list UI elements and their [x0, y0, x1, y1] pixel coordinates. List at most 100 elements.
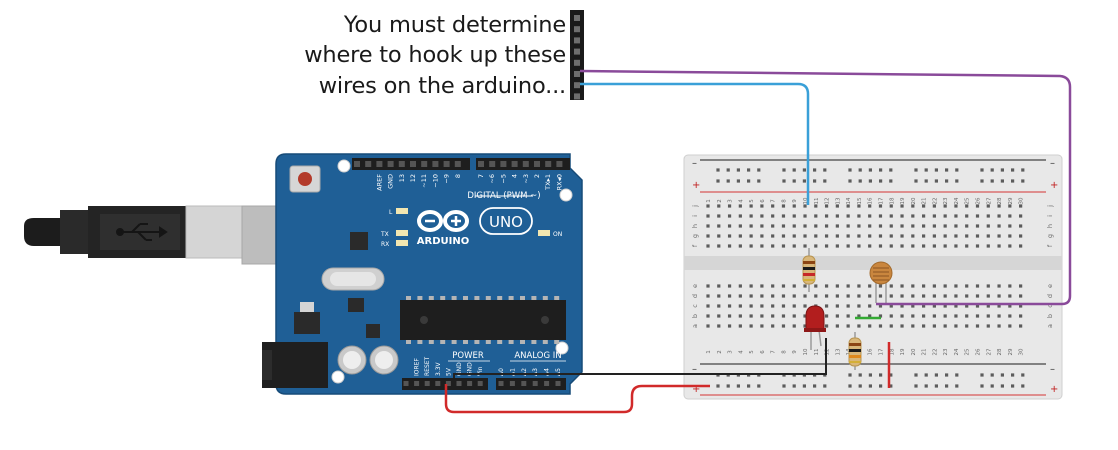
rail-hole	[991, 384, 994, 387]
terminal-hole	[728, 214, 731, 217]
terminal-hole	[965, 314, 968, 317]
terminal-hole	[857, 244, 860, 247]
terminal-hole	[987, 244, 990, 247]
terminal-hole	[750, 284, 753, 287]
power-pin-label: 5V	[445, 367, 452, 376]
terminal-hole	[706, 224, 709, 227]
terminal-hole	[717, 314, 720, 317]
mcu-pin	[520, 340, 525, 344]
terminal-hole	[847, 314, 850, 317]
header-pin	[574, 82, 580, 88]
rail-hole	[925, 384, 928, 387]
digital-pin-label: 7	[477, 174, 485, 178]
band	[803, 267, 815, 270]
rail-hole	[925, 168, 928, 171]
terminal-hole	[782, 204, 785, 207]
rail-hole	[1021, 179, 1024, 182]
terminal-hole	[847, 214, 850, 217]
terminal-hole	[814, 244, 817, 247]
terminal-hole	[997, 314, 1000, 317]
terminal-hole	[1019, 234, 1022, 237]
column-label: 3	[728, 199, 734, 203]
column-label: 3	[728, 350, 734, 354]
header-pin	[574, 60, 580, 66]
top-rail-minus-label-right: –	[1050, 158, 1055, 169]
rail-hole	[813, 384, 816, 387]
chip-dot	[541, 316, 549, 324]
terminal-hole	[954, 284, 957, 287]
terminal-hole	[944, 314, 947, 317]
terminal-hole	[825, 294, 828, 297]
column-label: 25	[965, 348, 971, 355]
column-label: 2	[717, 350, 723, 354]
led-tx-label: TX	[380, 231, 389, 238]
column-label: 5	[749, 199, 755, 203]
terminal-hole	[911, 244, 914, 247]
terminal-hole	[760, 204, 763, 207]
rail-hole	[935, 373, 938, 376]
crystal-oscillator-top	[330, 272, 376, 286]
rail-hole	[945, 384, 948, 387]
terminal-hole	[728, 314, 731, 317]
terminal-hole	[900, 244, 903, 247]
terminal-hole	[965, 234, 968, 237]
rail-hole	[1011, 373, 1014, 376]
row-label: b	[691, 314, 699, 318]
pin-hole	[414, 381, 419, 386]
terminal-hole	[803, 294, 806, 297]
pin-hole	[500, 161, 506, 167]
terminal-hole	[750, 204, 753, 207]
band	[849, 343, 861, 346]
terminal-hole	[803, 234, 806, 237]
terminal-hole	[782, 214, 785, 217]
terminal-hole	[836, 284, 839, 287]
terminal-hole	[954, 214, 957, 217]
rail-hole	[793, 168, 796, 171]
header-pin	[574, 26, 580, 32]
terminal-hole	[739, 224, 742, 227]
terminal-hole	[717, 214, 720, 217]
terminal-hole	[750, 244, 753, 247]
terminal-hole	[922, 324, 925, 327]
column-label: 9	[792, 199, 798, 203]
terminal-hole	[750, 234, 753, 237]
digital-pin-label: RX◂0	[555, 174, 563, 190]
mounting-hole	[338, 160, 350, 172]
terminal-hole	[879, 234, 882, 237]
terminal-hole	[782, 324, 785, 327]
rail-hole	[716, 384, 719, 387]
column-label: 10	[803, 348, 809, 355]
mcu-pin	[520, 296, 525, 300]
rail-hole	[955, 373, 958, 376]
terminal-hole	[717, 204, 720, 207]
terminal-hole	[706, 234, 709, 237]
terminal-hole	[760, 284, 763, 287]
rail-hole	[848, 179, 851, 182]
terminal-hole	[933, 244, 936, 247]
terminal-hole	[728, 294, 731, 297]
column-label: 6	[760, 350, 766, 354]
bottom-header-pin-holes	[404, 381, 561, 386]
terminal-hole	[911, 234, 914, 237]
terminal-hole	[944, 214, 947, 217]
rail-hole	[1011, 168, 1014, 171]
terminal-hole	[847, 224, 850, 227]
terminal-hole	[944, 284, 947, 287]
column-label: 17	[878, 348, 884, 355]
column-label: 30	[1019, 197, 1025, 204]
rail-hole	[955, 179, 958, 182]
reset-button-cap[interactable]	[298, 172, 312, 186]
mcu-pin	[543, 296, 548, 300]
pin-hole	[365, 161, 371, 167]
terminal-hole	[879, 214, 882, 217]
rail-hole	[823, 168, 826, 171]
terminal-hole	[857, 234, 860, 237]
pin-hole	[388, 161, 394, 167]
terminal-hole	[771, 234, 774, 237]
rail-hole	[955, 168, 958, 171]
terminal-hole	[793, 234, 796, 237]
terminal-hole	[847, 294, 850, 297]
power-pin-label: 3.3V	[435, 361, 442, 376]
rail-hole	[782, 384, 785, 387]
led-l	[396, 208, 408, 214]
